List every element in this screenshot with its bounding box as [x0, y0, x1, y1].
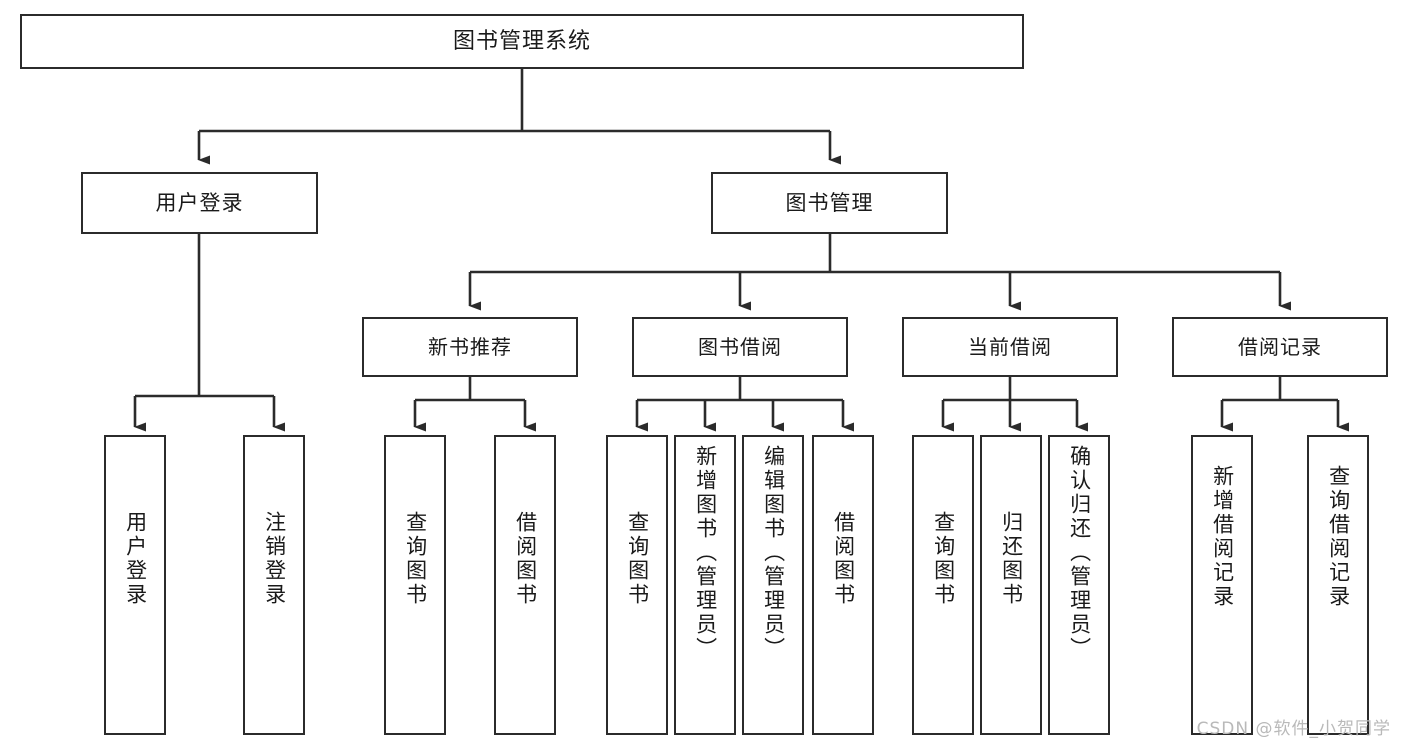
leaf-book-borrow-query-book[interactable]: 查询图书: [606, 435, 668, 735]
leaf-label: 查询图书: [931, 511, 956, 607]
node-book-management[interactable]: 图书管理: [711, 172, 948, 234]
leaf-borrow-record-query-record[interactable]: 查询借阅记录: [1307, 435, 1369, 735]
leaf-label: 新增借阅记录: [1210, 465, 1235, 609]
leaf-label: 借阅图书: [831, 511, 856, 607]
node-borrow-record[interactable]: 借阅记录: [1172, 317, 1388, 377]
leaf-label: 查询图书: [625, 511, 650, 607]
node-label: 图书管理系统: [452, 28, 591, 54]
node-label: 借阅记录: [1238, 334, 1322, 359]
leaf-label: 用户登录: [123, 511, 148, 607]
node-book-borrow[interactable]: 图书借阅: [632, 317, 848, 377]
leaf-label: 新增图书（管理员）: [693, 445, 718, 661]
leaf-book-borrow-borrow-book[interactable]: 借阅图书: [812, 435, 874, 735]
node-label: 当前借阅: [968, 334, 1052, 359]
node-root-book-management-system[interactable]: 图书管理系统: [20, 14, 1024, 69]
leaf-label: 借阅图书: [513, 511, 538, 607]
leaf-label: 注销登录: [262, 511, 287, 607]
node-label: 新书推荐: [428, 334, 512, 359]
leaf-borrow-record-add-record[interactable]: 新增借阅记录: [1191, 435, 1253, 735]
leaf-user-login-logout[interactable]: 注销登录: [243, 435, 305, 735]
node-new-book-recommend[interactable]: 新书推荐: [362, 317, 578, 377]
leaf-label: 归还图书: [999, 511, 1024, 607]
leaf-label: 查询图书: [403, 511, 428, 607]
leaf-current-borrow-return-book[interactable]: 归还图书: [980, 435, 1042, 735]
node-current-borrow[interactable]: 当前借阅: [902, 317, 1118, 377]
leaf-label: 编辑图书（管理员）: [761, 445, 786, 661]
leaf-new-book-borrow-book[interactable]: 借阅图书: [494, 435, 556, 735]
leaf-current-borrow-confirm-return-admin[interactable]: 确认归还（管理员）: [1048, 435, 1110, 735]
node-label: 图书借阅: [698, 334, 782, 359]
node-user-login[interactable]: 用户登录: [81, 172, 318, 234]
leaf-new-book-query-book[interactable]: 查询图书: [384, 435, 446, 735]
leaf-label: 确认归还（管理员）: [1067, 445, 1092, 661]
leaf-label: 查询借阅记录: [1326, 465, 1351, 609]
leaf-book-borrow-add-book-admin[interactable]: 新增图书（管理员）: [674, 435, 736, 735]
node-label: 用户登录: [155, 190, 244, 215]
leaf-book-borrow-edit-book-admin[interactable]: 编辑图书（管理员）: [742, 435, 804, 735]
node-label: 图书管理: [785, 190, 874, 215]
leaf-current-borrow-query-book[interactable]: 查询图书: [912, 435, 974, 735]
leaf-user-login-login[interactable]: 用户登录: [104, 435, 166, 735]
